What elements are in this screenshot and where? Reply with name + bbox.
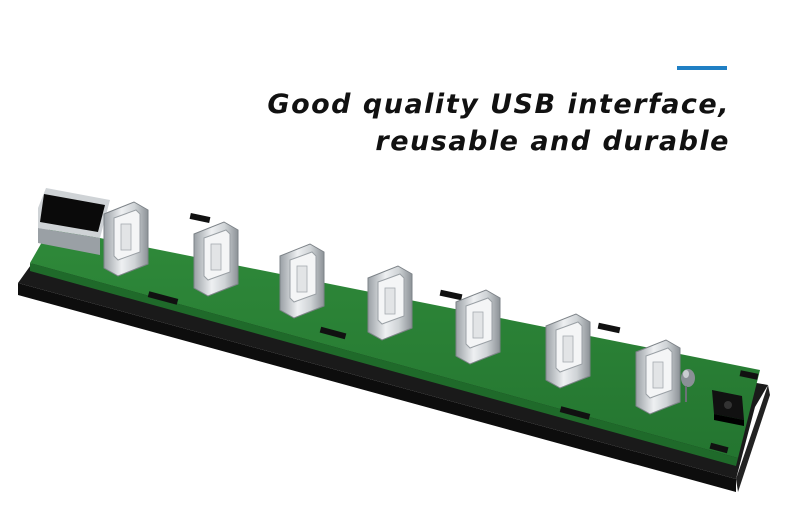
headline: Good quality USB interface, reusable and… (210, 86, 730, 160)
usb-a-port (193, 221, 239, 297)
headline-line-1: Good quality USB interface, (267, 89, 730, 120)
usb-a-port (635, 339, 681, 415)
pcb-front-edge (30, 263, 738, 466)
indicator-led-icon (681, 369, 695, 402)
usb-a-port (455, 289, 501, 365)
usb-a-port (103, 201, 149, 277)
usb-a-port (545, 313, 591, 389)
housing-clips (147, 212, 759, 454)
usb-b-connector-icon (38, 188, 110, 255)
usb-a-port (279, 243, 325, 319)
dc-power-jack-icon (712, 390, 744, 426)
housing-front-edge (18, 283, 736, 492)
accent-line (677, 66, 727, 70)
headline-line-2: reusable and durable (375, 126, 730, 157)
housing-right-edge (736, 385, 770, 492)
usb-a-port (367, 265, 413, 341)
usb-a-port-row (103, 201, 681, 415)
